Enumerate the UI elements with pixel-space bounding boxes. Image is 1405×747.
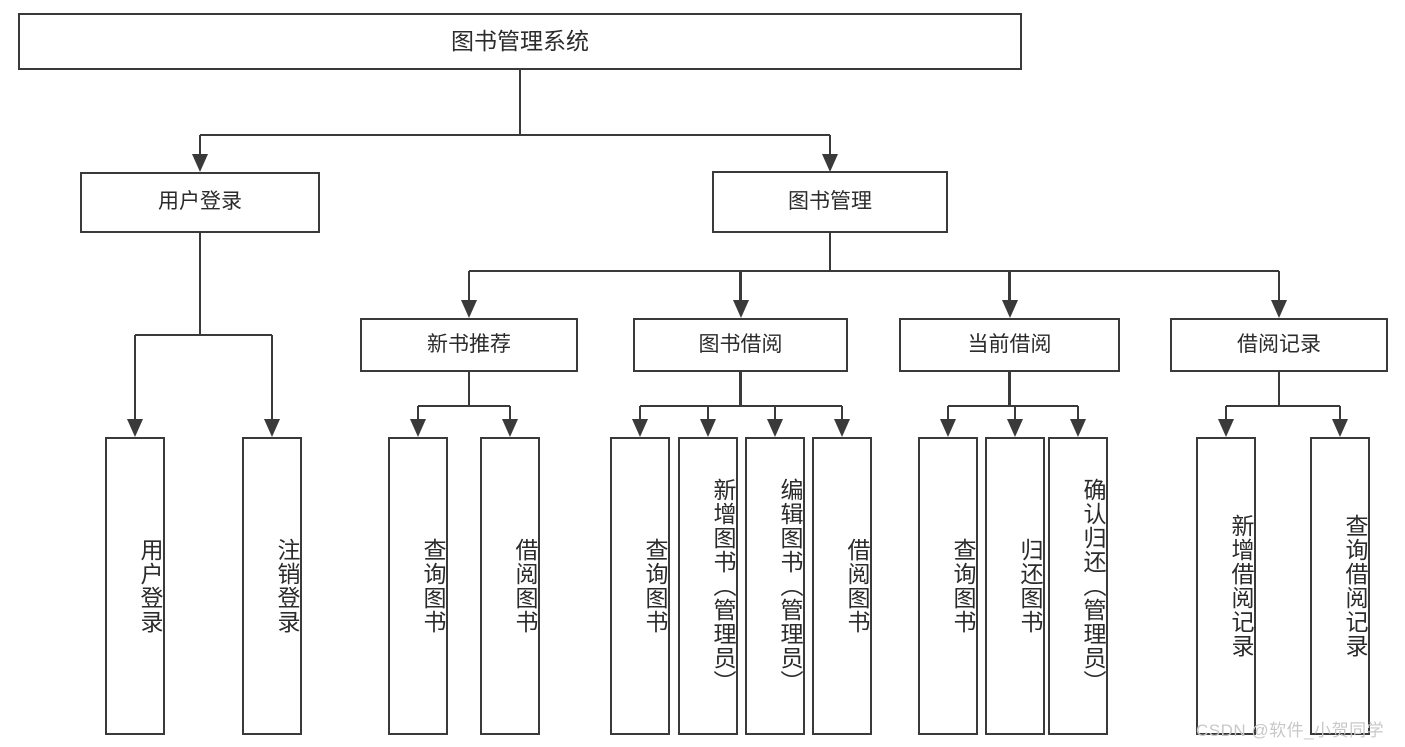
- leaf-node-label: 查询图书: [950, 538, 976, 634]
- connector-vertical: [467, 372, 471, 406]
- connector-horizontal: [640, 404, 842, 408]
- connector-vertical: [638, 406, 642, 422]
- connector-vertical: [828, 135, 832, 157]
- connector-arrowhead: [1007, 419, 1023, 437]
- leaf-node[interactable]: 注销登录: [242, 437, 302, 735]
- leaf-node-label: 借阅图书: [844, 538, 870, 634]
- leaf-node-label: 查询图书: [420, 538, 446, 634]
- node-root-book-management-system[interactable]: 图书管理系统: [18, 13, 1022, 70]
- leaf-node[interactable]: 查询图书: [388, 437, 448, 735]
- connector-vertical: [1013, 406, 1017, 422]
- leaf-node-label: 注销登录: [274, 538, 300, 634]
- connector-horizontal: [469, 269, 1279, 273]
- leaf-node[interactable]: 编辑图书（管理员）: [745, 437, 805, 735]
- connector-arrowhead: [461, 300, 477, 318]
- leaf-node-label: 查询借阅记录: [1342, 514, 1368, 658]
- leaf-node-label: 查询图书: [642, 538, 668, 634]
- connector-vertical: [467, 271, 471, 303]
- connector-vertical: [1008, 372, 1011, 406]
- node-current-borrowing[interactable]: 当前借阅: [899, 318, 1120, 372]
- node-book-management[interactable]: 图书管理: [712, 171, 948, 233]
- leaf-node-label: 借阅图书: [512, 538, 538, 634]
- connector-vertical: [508, 406, 512, 422]
- leaf-node[interactable]: 查询图书: [610, 437, 670, 735]
- leaf-node[interactable]: 新增图书（管理员）: [678, 437, 738, 735]
- connector-horizontal: [135, 333, 272, 337]
- connector-arrowhead: [127, 419, 143, 437]
- connector-horizontal: [948, 404, 1078, 408]
- leaf-node[interactable]: 用户登录: [105, 437, 165, 735]
- connector-vertical: [198, 135, 202, 157]
- csdn-watermark: CSDN @软件_小贺同学: [1196, 721, 1385, 740]
- connector-vertical: [1008, 271, 1011, 303]
- connector-vertical: [270, 335, 274, 422]
- connector-vertical: [1076, 406, 1080, 422]
- connector-vertical: [840, 406, 844, 422]
- leaf-node-label: 编辑图书（管理员）: [777, 478, 803, 694]
- connector-vertical: [1277, 271, 1281, 303]
- connector-vertical: [1224, 406, 1228, 422]
- connector-vertical: [1277, 372, 1281, 406]
- connector-vertical: [706, 406, 710, 422]
- connector-arrowhead: [767, 419, 783, 437]
- connector-arrowhead: [822, 154, 838, 172]
- connector-arrowhead: [700, 419, 716, 437]
- leaf-node[interactable]: 查询借阅记录: [1310, 437, 1370, 735]
- leaf-node[interactable]: 确认归还（管理员）: [1048, 437, 1108, 735]
- node-book-borrowing[interactable]: 图书借阅: [633, 318, 848, 372]
- leaf-node[interactable]: 借阅图书: [812, 437, 872, 735]
- leaf-node[interactable]: 查询图书: [918, 437, 978, 735]
- leaf-node[interactable]: 借阅图书: [480, 437, 540, 735]
- leaf-node[interactable]: 归还图书: [985, 437, 1045, 735]
- connector-arrowhead: [1070, 419, 1086, 437]
- connector-arrowhead: [502, 419, 518, 437]
- connector-vertical: [198, 233, 202, 335]
- connector-arrowhead: [940, 419, 956, 437]
- connector-horizontal: [418, 404, 510, 408]
- node-user-login[interactable]: 用户登录: [80, 172, 320, 233]
- connector-arrowhead: [1218, 419, 1234, 437]
- connector-arrowhead: [264, 419, 280, 437]
- connector-vertical: [828, 233, 832, 271]
- connector-arrowhead: [1001, 300, 1018, 318]
- leaf-node-label: 用户登录: [137, 538, 163, 634]
- connector-vertical: [1338, 406, 1342, 422]
- connector-vertical: [739, 372, 742, 406]
- connector-arrowhead: [1271, 300, 1287, 318]
- leaf-node-label: 新增图书（管理员）: [710, 478, 736, 694]
- connector-vertical: [773, 406, 777, 422]
- connector-vertical: [739, 271, 742, 303]
- leaf-node-label: 归还图书: [1017, 538, 1043, 634]
- connector-horizontal: [200, 133, 830, 137]
- connector-vertical: [133, 335, 137, 422]
- connector-arrowhead: [1332, 419, 1348, 437]
- node-new-book-recommendation[interactable]: 新书推荐: [360, 318, 578, 372]
- connector-arrowhead: [834, 419, 850, 437]
- connector-arrowhead: [410, 419, 426, 437]
- leaf-node-label: 新增借阅记录: [1228, 514, 1254, 658]
- connector-vertical: [416, 406, 420, 422]
- connector-horizontal: [1226, 404, 1340, 408]
- connector-arrowhead: [732, 300, 749, 318]
- leaf-node-label: 确认归还（管理员）: [1080, 478, 1106, 694]
- leaf-node[interactable]: 新增借阅记录: [1196, 437, 1256, 735]
- connector-arrowhead: [632, 419, 648, 437]
- connector-vertical: [946, 406, 950, 422]
- node-borrowing-records[interactable]: 借阅记录: [1170, 318, 1388, 372]
- connector-vertical: [518, 70, 522, 135]
- connector-arrowhead: [192, 154, 208, 172]
